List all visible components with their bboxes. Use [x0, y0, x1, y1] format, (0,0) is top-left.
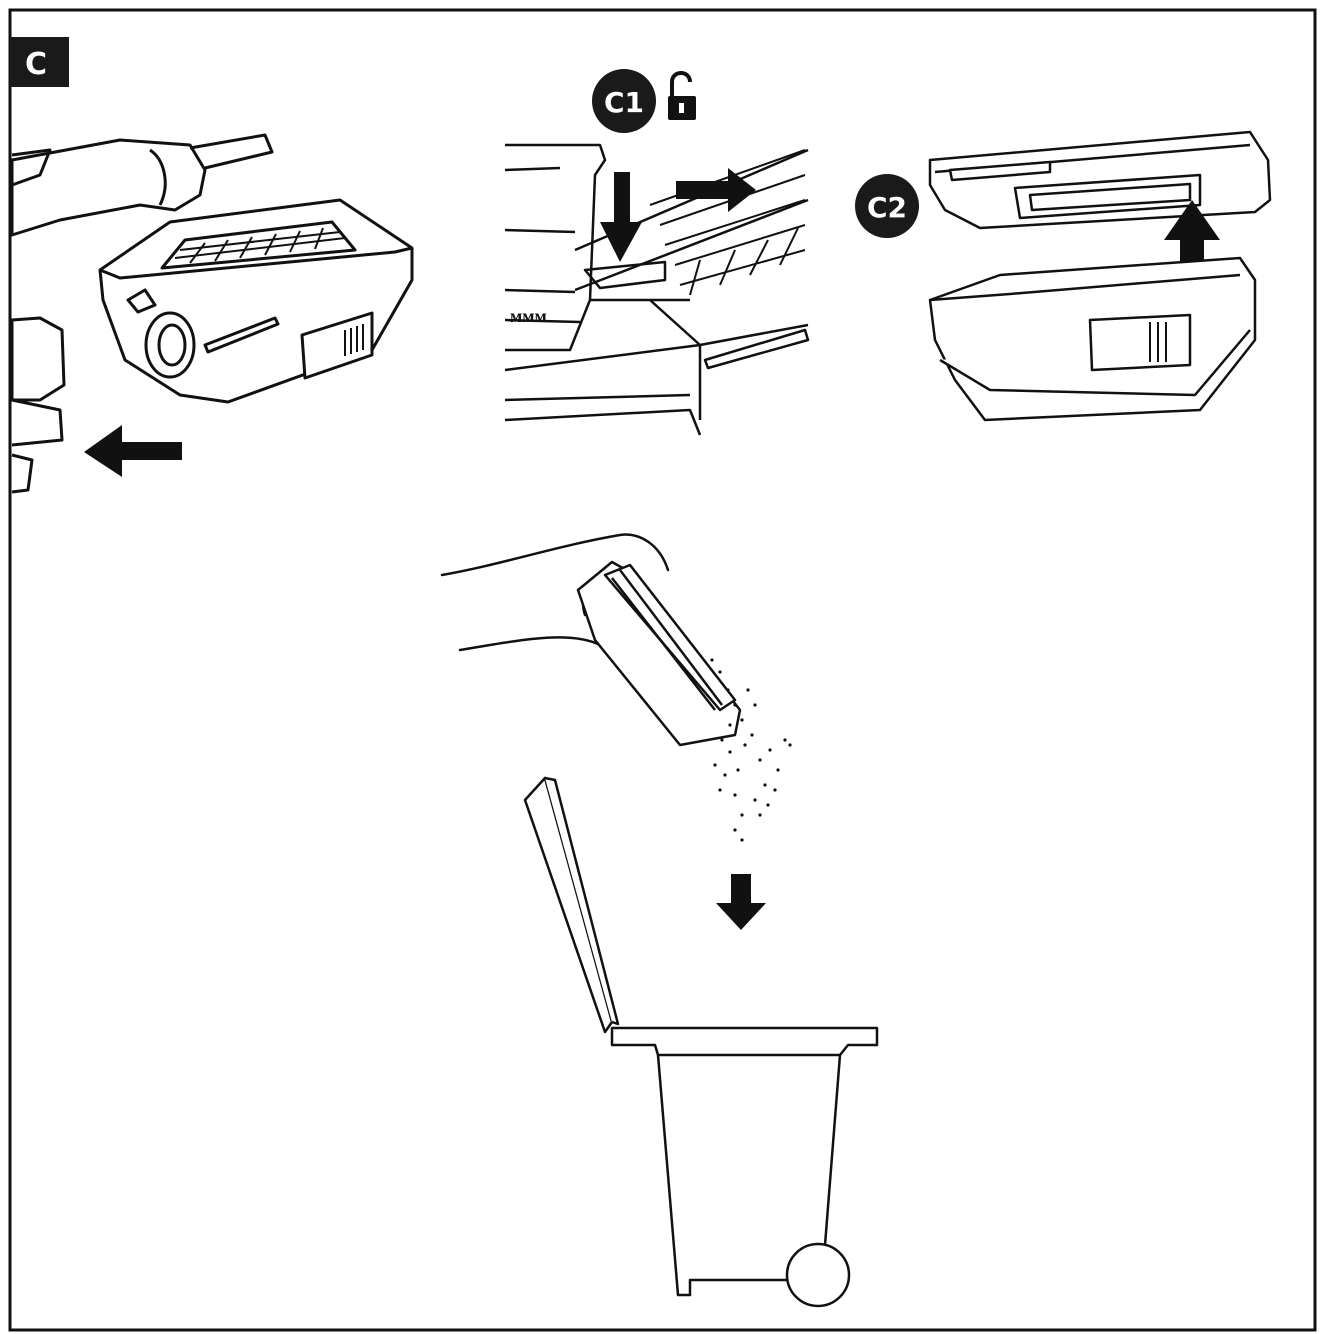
- outer-border: [8, 8, 1317, 1332]
- trash-bin-drawing: [523, 776, 879, 1308]
- panel-label-badge: C: [10, 37, 69, 87]
- latch-closeup-drawing: ᴍᴍᴍ: [504, 143, 810, 436]
- arrow-right-icon: [676, 168, 756, 212]
- arrow-down-icon: [600, 172, 642, 262]
- step-c2-label: C2: [867, 191, 907, 224]
- step-c1-label: C1: [604, 86, 644, 119]
- dust-container-drawing: [576, 560, 742, 747]
- unlock-icon: [668, 71, 696, 120]
- step-c1-badge: C1: [592, 69, 656, 133]
- dust-particles: [710, 658, 792, 842]
- panel-label: C: [25, 47, 47, 82]
- svg-text:ᴍᴍᴍ: ᴍᴍᴍ: [510, 306, 547, 327]
- arrow-left-icon: [84, 425, 182, 477]
- dust-box-lid-drawing: [928, 130, 1272, 230]
- vacuum-body-drawing: [10, 133, 274, 494]
- arrow-up-icon: [1164, 200, 1220, 296]
- dust-box-drawing: [98, 198, 414, 404]
- dust-box-base-drawing: [928, 256, 1257, 422]
- step-c2-badge: C2: [855, 174, 919, 238]
- arrow-down-bin-icon: [716, 874, 766, 930]
